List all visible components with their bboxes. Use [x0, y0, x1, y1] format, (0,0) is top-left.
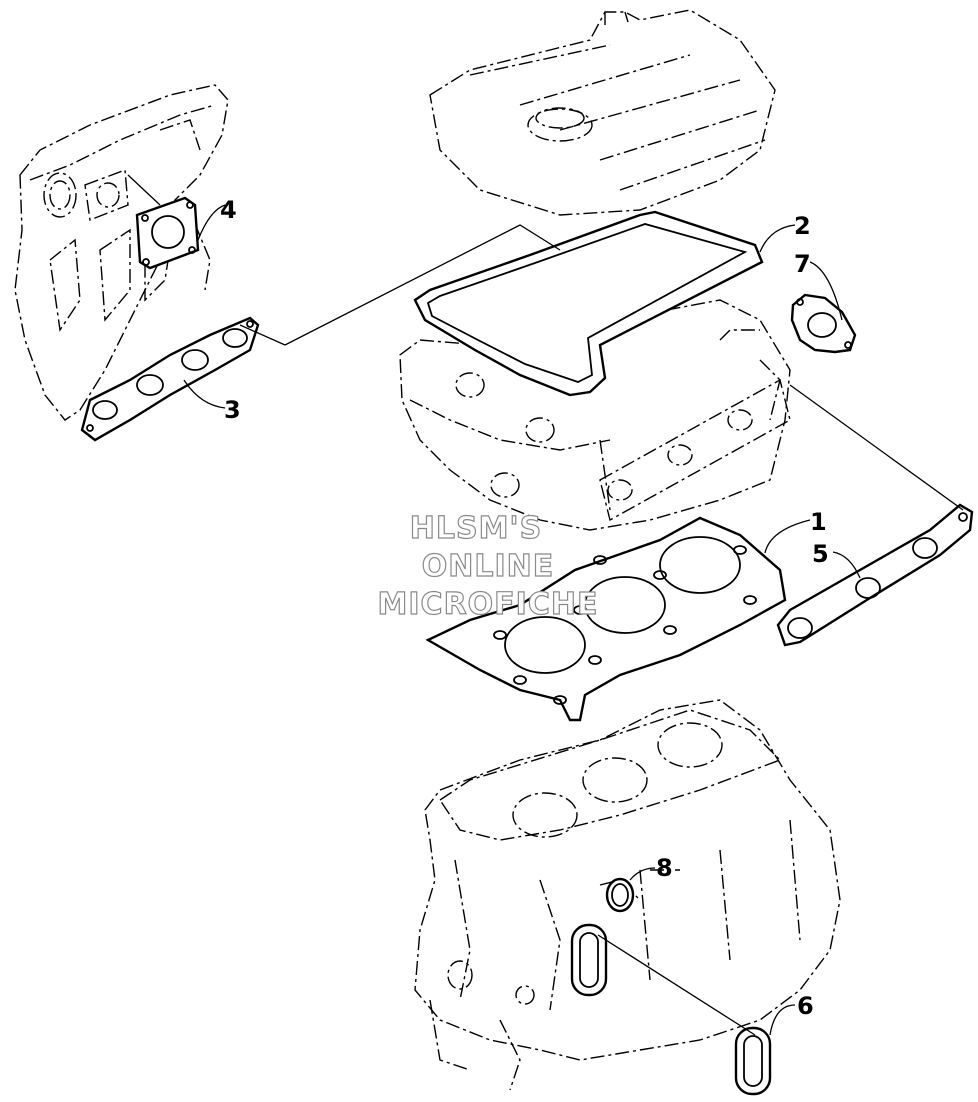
- watermark-line-1: HLSM'S: [410, 511, 542, 546]
- cylinder-head-outline: [399, 299, 791, 531]
- intake-manifold-outline: [14, 84, 229, 421]
- o-ring: [605, 877, 635, 913]
- watermark-line-3: MICROFICHE: [378, 587, 599, 622]
- valve-cover-outline: [429, 9, 776, 216]
- watermark: HLSM'S ONLINE MICROFICHE: [377, 510, 599, 622]
- cylinder-block-outline: [414, 699, 841, 1091]
- flange-gasket: [790, 293, 857, 354]
- exhaust-manifold-gasket: [776, 503, 974, 647]
- watermark-line-2: ONLINE: [422, 549, 555, 584]
- throttle-body-gasket: [135, 196, 200, 270]
- callout-1: 1: [810, 508, 827, 536]
- callout-4: 4: [220, 196, 237, 224]
- leader-lines: [127, 174, 964, 1036]
- callout-7: 7: [794, 250, 811, 278]
- valve-cover-gasket: [413, 210, 764, 397]
- callout-2: 2: [794, 212, 811, 240]
- callout-8: 8: [656, 854, 673, 882]
- oval-gasket: [570, 923, 772, 1096]
- intake-manifold-gasket: [80, 316, 260, 442]
- head-gasket: [425, 516, 787, 722]
- callout-3: 3: [224, 396, 241, 424]
- callout-6: 6: [797, 992, 814, 1020]
- callout-5: 5: [812, 540, 829, 568]
